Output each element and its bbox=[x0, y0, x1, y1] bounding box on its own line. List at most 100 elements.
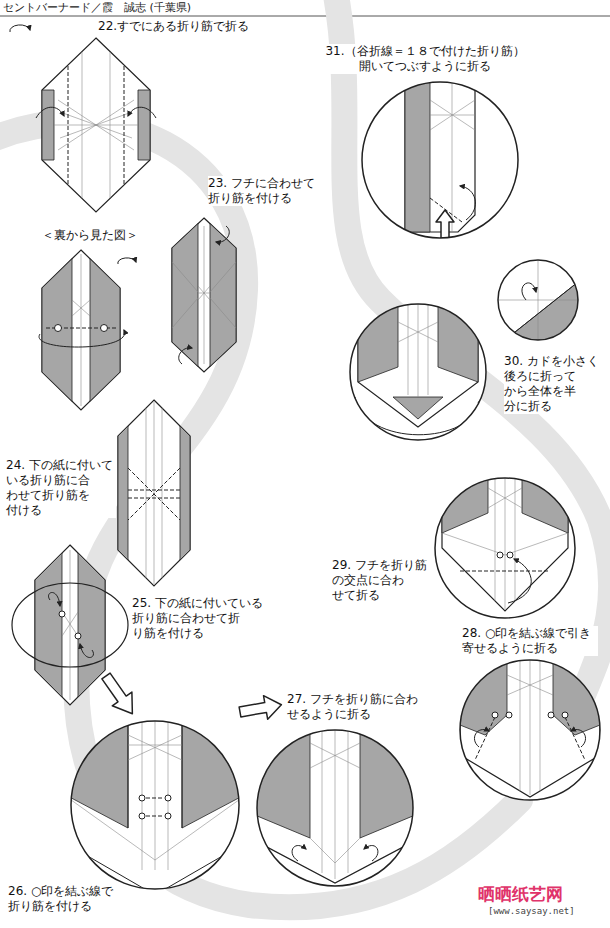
step26-circle-part-part bbox=[128, 735, 182, 760]
step25-figure-part bbox=[78, 553, 105, 697]
step22-figure-part bbox=[68, 66, 69, 184]
step24-figure-part bbox=[162, 408, 163, 578]
step23-figure-part bbox=[210, 224, 236, 367]
step23-figure-part bbox=[172, 218, 236, 372]
swirl-band-part bbox=[0, 123, 520, 908]
step31-circle-part bbox=[405, 78, 475, 238]
watermark: 晒晒纸艺网 bbox=[478, 884, 563, 904]
step26-circle-part bbox=[71, 721, 239, 889]
step23-figure-part bbox=[210, 298, 236, 328]
step-instruction: 29. フチを折り筋 の交点に合わ せて折る bbox=[332, 558, 432, 603]
step22-figure-part bbox=[138, 90, 150, 160]
step29-circle-part-part bbox=[460, 571, 550, 572]
step30-circle-part-part bbox=[398, 322, 438, 342]
step30-detail-circle bbox=[498, 260, 578, 340]
step25-figure-part bbox=[80, 644, 93, 658]
step23-figure-part bbox=[179, 348, 192, 364]
step25-figure-part bbox=[49, 593, 60, 607]
step28-circle-part-part bbox=[548, 712, 554, 718]
step-instruction-holder: 31.（谷折線＝１８で付けた折り筋） 開いてつぶすように折る bbox=[322, 44, 528, 74]
step31-circle-part-part bbox=[436, 210, 454, 238]
back-view-figure bbox=[39, 250, 136, 410]
step26-circle-part-part bbox=[139, 813, 145, 819]
step-instruction-holder: 28. ○印を結ぶ線で引き 寄せるように折る bbox=[462, 626, 598, 656]
step30-detail-circle-part bbox=[498, 260, 578, 340]
step23-figure-part bbox=[198, 286, 210, 300]
step24-figure-part bbox=[118, 426, 128, 560]
step22-figure-part bbox=[54, 125, 138, 126]
step-arrow bbox=[96, 669, 142, 720]
step28-circle-part-part bbox=[474, 730, 489, 747]
step22-figure-part bbox=[42, 38, 150, 212]
step28-circle-part-part bbox=[530, 655, 531, 795]
step30-circle-part bbox=[355, 302, 481, 435]
step26-circle-part-part bbox=[139, 795, 145, 801]
step25-figure-part bbox=[35, 545, 105, 705]
step-instruction-holder: 26. ○印を結ぶ線で 折り筋を付ける bbox=[8, 884, 120, 914]
step24-figure-part bbox=[128, 468, 180, 520]
step26-circle-part-part bbox=[146, 798, 164, 799]
step24-figure-part bbox=[146, 408, 147, 578]
step29-circle-part-part bbox=[442, 533, 505, 555]
view-note: ＜裏から見た図＞ bbox=[42, 228, 138, 243]
step30-circle-part-part bbox=[355, 397, 481, 435]
step24-figure-part bbox=[128, 468, 180, 520]
step30-circle-part-part bbox=[418, 302, 419, 397]
step-instruction: 30. カドを小さく 後ろに折って から全体を半 分に折る bbox=[504, 354, 604, 414]
step27-circle bbox=[250, 723, 420, 886]
step-instruction: 25. 下の紙に付いている 折り筋に合わせて折 り筋を付ける bbox=[132, 596, 268, 641]
step30-circle-part-part bbox=[438, 302, 478, 382]
step24-figure-part bbox=[180, 426, 190, 560]
step26-circle-part-part bbox=[182, 715, 250, 828]
step23-figure-part bbox=[172, 224, 198, 367]
step26-circle-part-part bbox=[182, 715, 183, 828]
step27-circle-part-part bbox=[310, 838, 335, 863]
step24-figure-part bbox=[128, 490, 180, 491]
step31-circle-part-part bbox=[452, 78, 453, 232]
step-instruction: 31.（谷折線＝１８で付けた折り筋） 開いてつぶすように折る bbox=[322, 44, 528, 74]
step-instruction: 28. ○印を結ぶ線で引き 寄せるように折る bbox=[462, 626, 598, 656]
step28-circle-part-part bbox=[475, 717, 495, 760]
step30-detail-circle-part-part bbox=[538, 260, 539, 340]
step30-circle-part bbox=[350, 304, 486, 440]
back-view-figure-part bbox=[72, 300, 90, 316]
step28-circle-part-part bbox=[520, 655, 521, 791]
step27-circle-part-part bbox=[310, 743, 360, 768]
step31-circle-part-part bbox=[405, 78, 430, 232]
step22-figure bbox=[10, 25, 156, 212]
back-view-figure-part bbox=[90, 259, 120, 401]
page-title: セントバーナード／霞 誠志 (千葉県) bbox=[3, 1, 191, 15]
title-holder: セントバーナード／霞 誠志 (千葉県) bbox=[3, 1, 191, 15]
step22-figure-part bbox=[128, 107, 156, 118]
step22-figure-part bbox=[36, 107, 64, 118]
step24-figure-part bbox=[128, 498, 180, 499]
step29-circle-part-part bbox=[488, 488, 522, 508]
step26-circle-part-part bbox=[165, 813, 171, 819]
step26-circle-part-part bbox=[60, 715, 128, 828]
step26-circle-part-part bbox=[146, 816, 164, 817]
step28-circle-part-part bbox=[562, 712, 568, 718]
step23-figure-part bbox=[198, 293, 210, 294]
step30-detail-circle-part bbox=[498, 260, 578, 340]
step30-circle-part-part bbox=[358, 302, 398, 382]
step26-circle-part-part bbox=[168, 715, 169, 870]
step29-circle-part-part bbox=[497, 552, 503, 558]
step28-circle-part bbox=[460, 655, 600, 797]
watermark-url: [www.saysay.net] bbox=[488, 906, 575, 917]
swirl-band-part bbox=[335, 0, 610, 780]
step-instruction-holder: 23. フチに合わせて 折り筋を付ける bbox=[208, 176, 322, 206]
step31-circle-part-part bbox=[430, 100, 475, 130]
step27-circle-part-part bbox=[360, 723, 420, 838]
step29-circle-part-part bbox=[507, 552, 513, 558]
step-instruction-holder: 27. フチを折り筋に合わ せるように折る bbox=[287, 692, 423, 722]
step31-circle bbox=[362, 78, 518, 238]
step27-circle-part-part bbox=[250, 723, 310, 838]
step23-figure-part bbox=[172, 298, 198, 328]
step27-circle-part-part bbox=[364, 846, 378, 861]
step24-figure-part bbox=[118, 400, 190, 586]
step29-circle-part-part bbox=[505, 473, 506, 609]
view-note-holder: ＜裏から見た図＞ bbox=[42, 228, 138, 243]
step28-circle-part-part bbox=[540, 655, 541, 791]
